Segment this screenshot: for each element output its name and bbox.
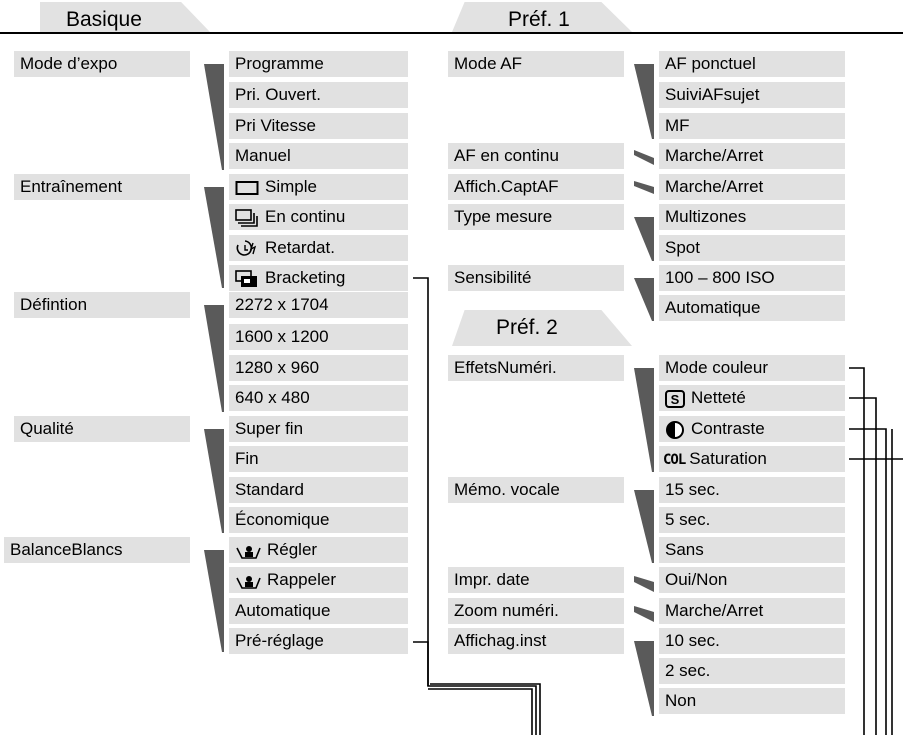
col-icon: COL — [663, 452, 686, 468]
opt-pri-ouvert[interactable]: Pri. Ouvert. — [229, 82, 408, 108]
opt-simple[interactable]: Simple — [229, 174, 408, 200]
opt-retardat-label: Retardat. — [265, 238, 335, 257]
tab-pref1-bg[interactable] — [452, 2, 632, 32]
opt-affich-captaf[interactable]: Marche/Arret — [659, 174, 845, 200]
opt-af-continu[interactable]: Marche/Arret — [659, 143, 845, 169]
cat-definition[interactable]: Défintion — [14, 292, 190, 318]
opt-bracketing[interactable]: Bracketing — [229, 265, 408, 291]
opt-af-ponctuel[interactable]: AF ponctuel — [659, 51, 845, 77]
opt-zoom-marche-arret[interactable]: Marche/Arret — [659, 598, 845, 624]
cat-effets-numeri[interactable]: EffetsNuméri. — [448, 355, 624, 381]
opt-pri-vitesse[interactable]: Pri Vitesse — [229, 113, 408, 139]
cat-affich-captaf[interactable]: Affich.CaptAF — [448, 174, 624, 200]
opt-2-sec[interactable]: 2 sec. — [659, 658, 845, 684]
opt-rappeler-label: Rappeler — [267, 570, 336, 589]
sharpness-icon: S — [665, 389, 685, 408]
tab-basique-bg[interactable] — [40, 2, 210, 32]
continuous-icon — [235, 208, 258, 227]
opt-pre-reglage[interactable]: Pré-réglage — [229, 628, 408, 654]
opt-automatique-iso[interactable]: Automatique — [659, 295, 845, 321]
cat-sensibilite[interactable]: Sensibilité — [448, 265, 624, 291]
opt-sans[interactable]: Sans — [659, 537, 845, 563]
opt-1600[interactable]: 1600 x 1200 — [229, 324, 408, 350]
opt-multizones[interactable]: Multizones — [659, 204, 845, 230]
cat-type-mesure[interactable]: Type mesure — [448, 204, 624, 230]
cat-memo-vocale[interactable]: Mémo. vocale — [448, 477, 624, 503]
cat-mode-af[interactable]: Mode AF — [448, 51, 624, 77]
tab-pref2[interactable]: Préf. 2 — [496, 316, 558, 339]
single-frame-icon — [235, 180, 259, 195]
opt-nettete[interactable]: S Netteté — [659, 385, 845, 411]
opt-15-sec[interactable]: 15 sec. — [659, 477, 845, 503]
opt-oui-non[interactable]: Oui/Non — [659, 567, 845, 593]
opt-bracketing-label: Bracketing — [265, 268, 346, 287]
opt-mf[interactable]: MF — [659, 113, 845, 139]
opt-suiviafsujet[interactable]: SuiviAFsujet — [659, 82, 845, 108]
cat-qualite[interactable]: Qualité — [14, 416, 190, 442]
custom-wb-icon — [236, 575, 261, 589]
header-rule — [0, 32, 903, 34]
cat-impr-date[interactable]: Impr. date — [448, 567, 624, 593]
opt-non[interactable]: Non — [659, 688, 845, 714]
tab-pref1[interactable]: Préf. 1 — [508, 8, 570, 31]
opt-5-sec[interactable]: 5 sec. — [659, 507, 845, 533]
opt-economique[interactable]: Économique — [229, 507, 408, 533]
opt-nettete-label: Netteté — [691, 388, 746, 407]
tab-pref2-bg[interactable] — [452, 310, 632, 346]
opt-2272[interactable]: 2272 x 1704 — [229, 292, 408, 318]
opt-manuel[interactable]: Manuel — [229, 143, 408, 169]
opt-contraste-label: Contraste — [691, 419, 765, 438]
opt-regler-label: Régler — [267, 540, 318, 559]
contrast-icon — [666, 420, 684, 439]
opt-fin[interactable]: Fin — [229, 446, 408, 472]
submenu-connectors — [204, 64, 654, 716]
opt-standard[interactable]: Standard — [229, 477, 408, 503]
svg-text:S: S — [671, 392, 680, 407]
custom-wb-icon — [236, 545, 261, 559]
tab-basique[interactable]: Basique — [66, 8, 142, 31]
cat-zoom-numeri[interactable]: Zoom numéri. — [448, 598, 624, 624]
opt-super-fin[interactable]: Super fin — [229, 416, 408, 442]
cat-entrainement[interactable]: Entraînement — [14, 174, 190, 200]
cat-affichag-inst[interactable]: Affichag.inst — [448, 628, 624, 654]
cat-mode-expo[interactable]: Mode d’expo — [14, 51, 190, 77]
opt-en-continu[interactable]: En continu — [229, 204, 408, 230]
self-timer-icon — [236, 239, 257, 256]
opt-spot[interactable]: Spot — [659, 235, 845, 261]
opt-mode-couleur[interactable]: Mode couleur — [659, 355, 845, 381]
opt-iso[interactable]: 100 – 800 ISO — [659, 265, 845, 291]
opt-1280[interactable]: 1280 x 960 — [229, 355, 408, 381]
flow-lines — [413, 277, 903, 735]
opt-en-continu-label: En continu — [265, 207, 346, 226]
opt-saturation-label: Saturation — [689, 449, 767, 468]
opt-retardat[interactable]: Retardat. — [229, 235, 408, 261]
opt-simple-label: Simple — [265, 177, 317, 196]
opt-programme[interactable]: Programme — [229, 51, 408, 77]
opt-10-sec[interactable]: 10 sec. — [659, 628, 845, 654]
cat-balance[interactable]: BalanceBlancs — [4, 537, 190, 563]
cat-af-continu[interactable]: AF en continu — [448, 143, 624, 169]
opt-regler[interactable]: Régler — [229, 537, 408, 563]
opt-640[interactable]: 640 x 480 — [229, 385, 408, 411]
bracketing-icon — [235, 269, 257, 287]
opt-rappeler[interactable]: Rappeler — [229, 567, 408, 593]
opt-automatique-wb[interactable]: Automatique — [229, 598, 408, 624]
opt-contraste[interactable]: Contraste — [659, 416, 845, 442]
